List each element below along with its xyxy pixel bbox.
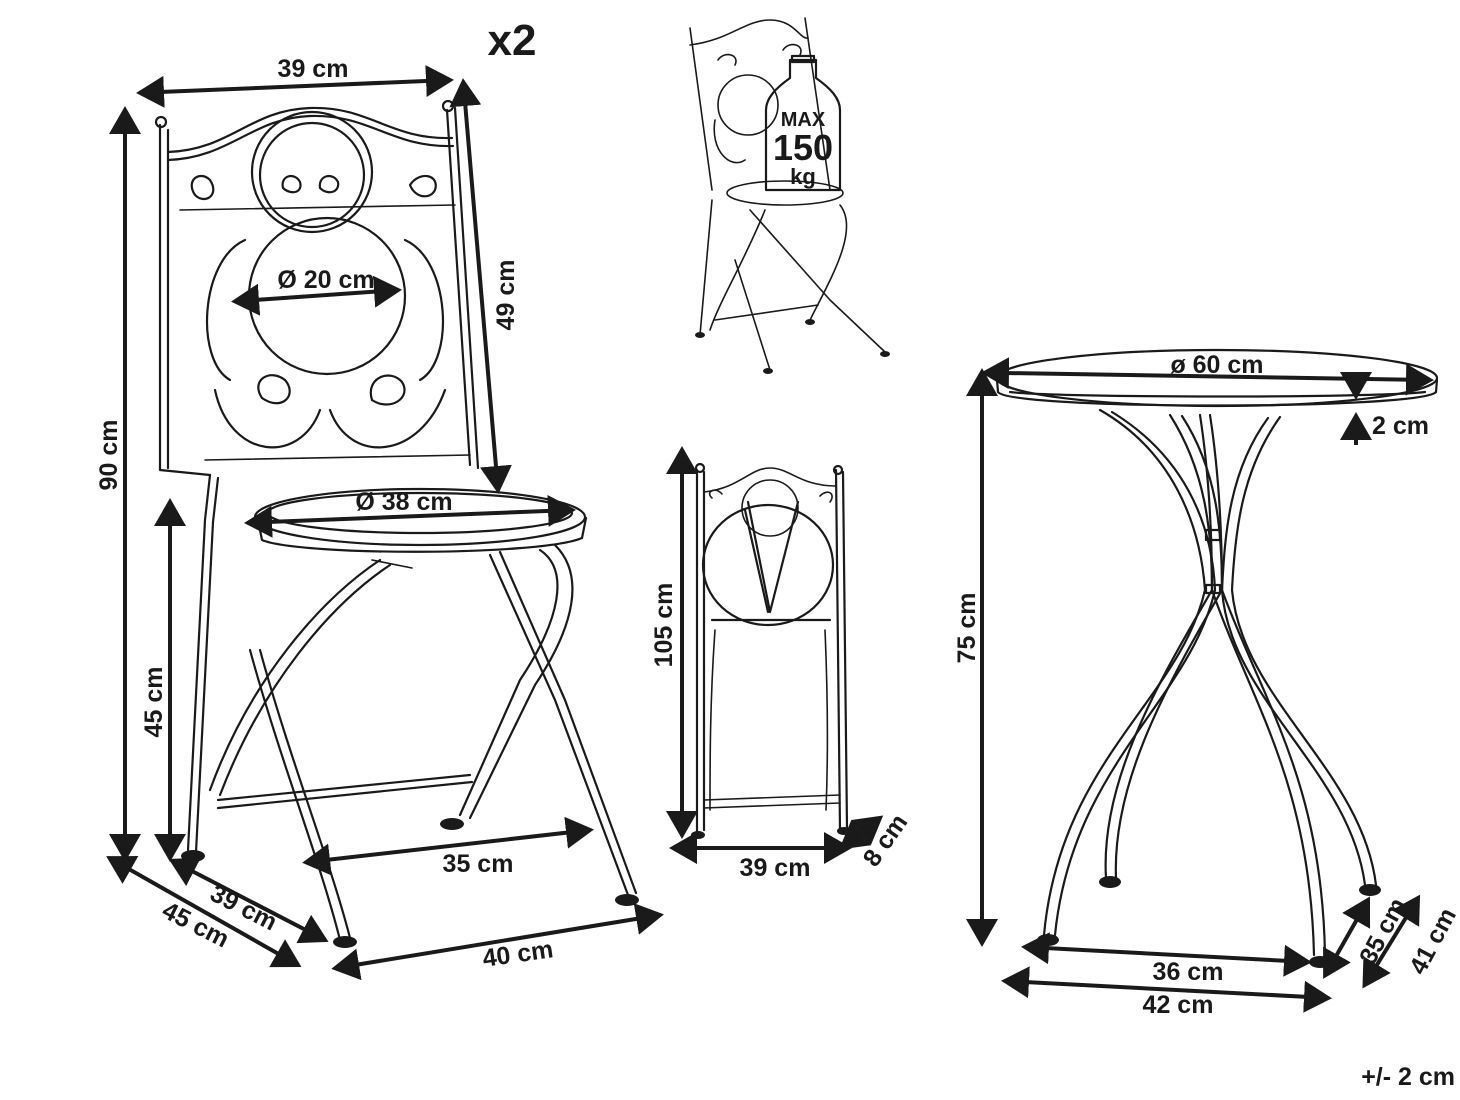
table-drawing	[995, 348, 1439, 968]
folded-chair-dimension-arrows	[666, 446, 884, 864]
table-outer-span-label: 42 cm	[1143, 991, 1214, 1019]
chair-seat-height-label: 45 cm	[140, 667, 168, 738]
table-depth-inner-label: 35 cm	[1354, 893, 1412, 969]
weight-unit-label: kg	[790, 164, 816, 189]
chair-width-top-label: 39 cm	[278, 55, 349, 83]
table-height-label: 75 cm	[953, 593, 981, 664]
quantity-label: x2	[488, 16, 537, 65]
chair-dimension-arrows	[106, 65, 664, 981]
folded-chair-height-label: 105 cm	[650, 583, 678, 668]
table-depth-outer-label: 41 cm	[1404, 903, 1460, 979]
weight-value-label: 150	[773, 127, 833, 168]
chair-seat-diameter-label: Ø 38 cm	[355, 488, 452, 516]
table-top-thickness-label: 2 cm	[1372, 412, 1429, 440]
chair-foot-span-label: 35 cm	[443, 850, 514, 878]
weight-max-label: MAX	[781, 109, 826, 131]
table-top-diameter-label: ø 60 cm	[1170, 351, 1263, 379]
folded-chair-thickness-label: 8 cm	[858, 809, 914, 872]
tolerance-label: +/- 2 cm	[1361, 1063, 1455, 1091]
chair-backrest-height-label: 49 cm	[492, 260, 520, 331]
folded-chair-drawing	[691, 462, 851, 839]
chair-drawing	[154, 99, 639, 948]
table-inner-span-label: 36 cm	[1153, 958, 1224, 986]
chair-height-total-label: 90 cm	[95, 420, 123, 491]
load-chair-drawing	[689, 17, 890, 374]
chair-back-circle-diameter-label: Ø 20 cm	[277, 266, 374, 294]
folded-chair-width-label: 39 cm	[740, 854, 811, 882]
table-dimension-arrows	[966, 357, 1434, 1013]
